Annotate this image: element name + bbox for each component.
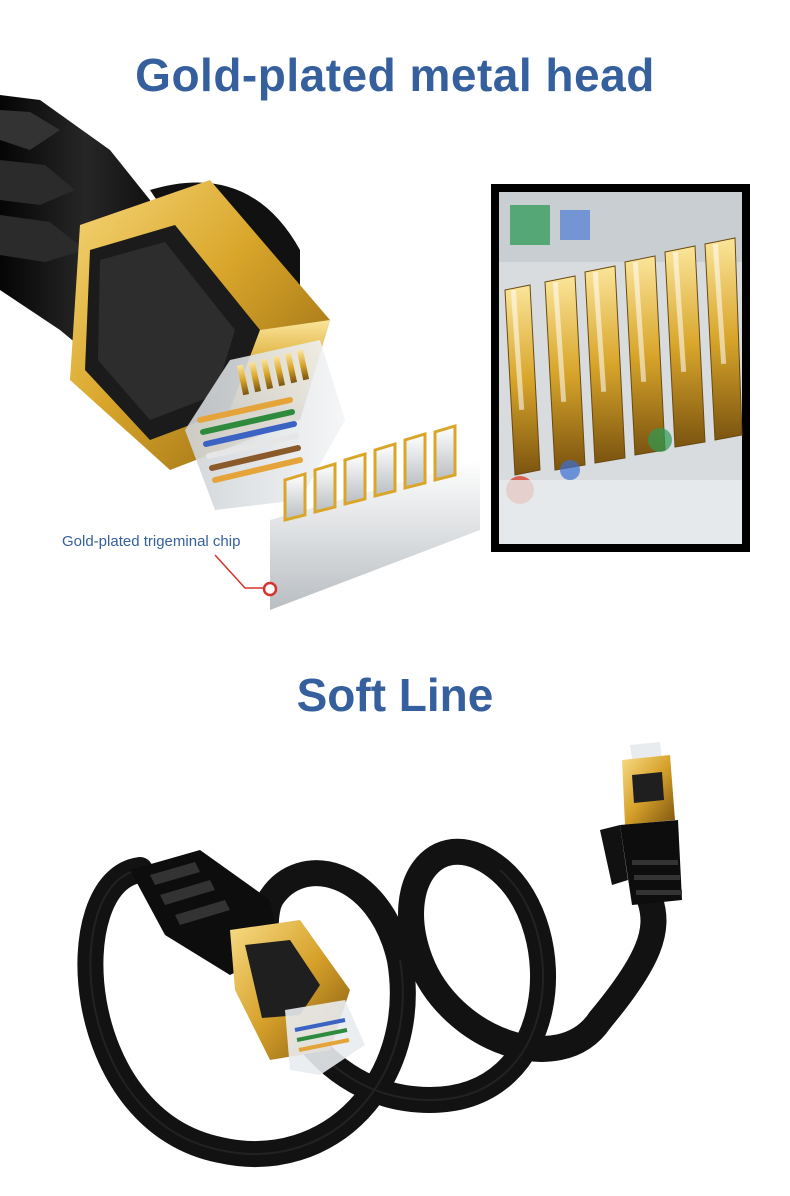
gold-contact-chips-icon [270,423,480,610]
callout-pointer [214,554,278,597]
rj45-plug-left-icon [130,850,365,1075]
chip-callout-label: Gold-plated trigeminal chip [62,533,241,550]
contact-closeup-inset [491,184,750,552]
heading-gold-plated-metal-head: Gold-plated metal head [135,49,655,101]
heading-soft-line: Soft Line [296,669,494,721]
rj45-plug-right-icon [600,742,682,905]
clear-plug-tip-icon [185,340,345,510]
cable-tail [587,887,667,1033]
